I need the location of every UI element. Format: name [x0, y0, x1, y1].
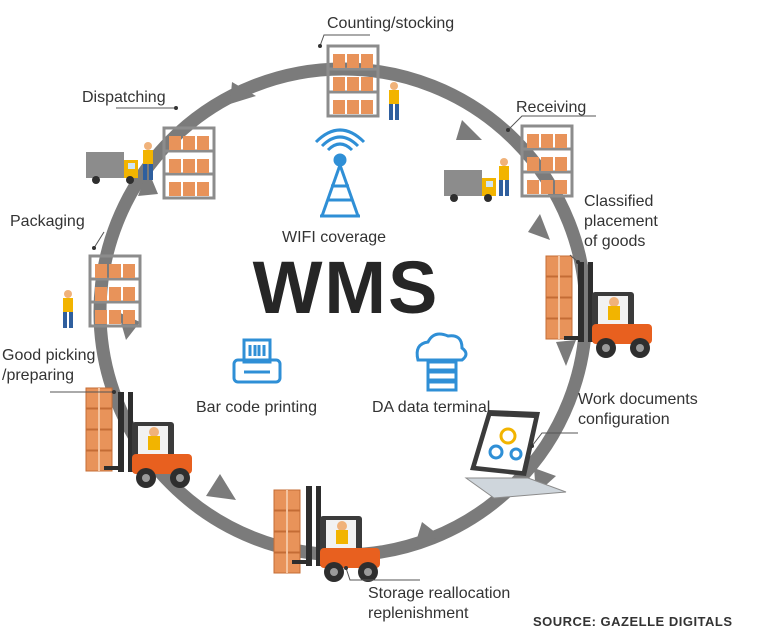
picking-forklift-illustration: [85, 387, 192, 488]
dispatching-label: Dispatching: [82, 89, 166, 106]
storage-forklift-illustration: [273, 486, 380, 582]
da-terminal-label: DA data terminal: [372, 399, 491, 416]
good-picking-label-1: Good picking: [2, 347, 96, 364]
arrow-icon: [556, 340, 576, 366]
barcode-printing-label: Bar code printing: [196, 399, 317, 416]
classified-placement-label-3: of goods: [584, 233, 646, 250]
barcode-printer-icon: [232, 338, 282, 384]
arrow-icon: [230, 82, 256, 104]
cloud-server-icon: [415, 332, 468, 392]
packaging-illustration: [63, 254, 142, 328]
arrow-icon: [528, 214, 550, 240]
wifi-tower-icon: [314, 128, 366, 218]
receiving-label: Receiving: [516, 99, 587, 116]
good-picking-label-2: /preparing: [2, 367, 75, 384]
arrow-icon: [138, 170, 158, 196]
counting-illustration: [326, 44, 399, 120]
arrow-icon: [456, 120, 482, 140]
packaging-label: Packaging: [10, 213, 85, 230]
classified-placement-label-2: placement: [584, 213, 658, 230]
arrow-icon: [414, 522, 440, 548]
wifi-coverage-label: WIFI coverage: [282, 229, 387, 246]
leader-lines: [50, 34, 596, 581]
arrow-icon: [206, 474, 236, 500]
wms-title: WMS: [252, 246, 440, 329]
storage-reallocation-label-1: Storage reallocation: [368, 585, 511, 602]
source-credit: SOURCE: GAZELLE DIGITALS: [533, 614, 733, 629]
leader-dots: [92, 44, 580, 570]
laptop-icon: [464, 410, 567, 499]
cycle-arrows: [118, 82, 576, 548]
work-documents-label-2: configuration: [578, 411, 670, 428]
storage-reallocation-label-2: replenishment: [368, 605, 469, 622]
work-documents-label-1: Work documents: [578, 391, 698, 408]
classified-placement-label-1: Classified: [584, 193, 654, 210]
counting-stocking-label: Counting/stocking: [327, 15, 455, 32]
